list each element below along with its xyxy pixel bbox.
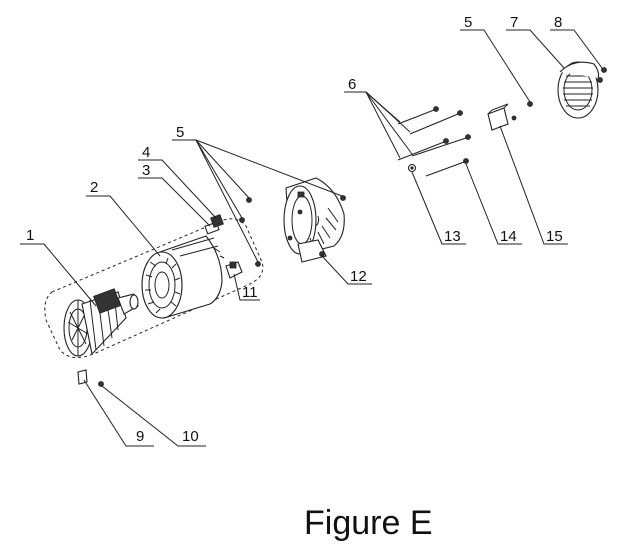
callout-2: 2 <box>90 179 98 196</box>
clip-part-11 <box>225 261 243 279</box>
callout-4: 4 <box>142 144 150 161</box>
stator-part-2 <box>141 235 223 319</box>
screws-part-8 <box>597 67 607 83</box>
bolts-part-6 <box>397 106 471 161</box>
callout-10: 10 <box>182 428 199 445</box>
end-shield-part-12 <box>283 177 345 263</box>
callout-5-left: 5 <box>176 124 184 141</box>
assembly-boundary <box>44 218 264 358</box>
callout-3: 3 <box>142 162 150 179</box>
callout-9: 9 <box>136 428 144 445</box>
figure-caption: Figure E <box>304 504 433 542</box>
screw-part-5-right <box>527 101 533 107</box>
bolt-part-14 <box>425 158 469 177</box>
brush-holder-part-4 <box>210 214 224 228</box>
callout-11: 11 <box>242 284 258 301</box>
callout-1: 1 <box>26 227 34 244</box>
callout-14: 14 <box>500 228 517 245</box>
rotor-part-1 <box>63 288 139 357</box>
callout-15: 15 <box>546 228 563 245</box>
nut-part-10 <box>98 381 104 387</box>
callout-8: 8 <box>554 14 562 31</box>
washer-part-13 <box>407 163 417 173</box>
leader-lines <box>20 29 603 447</box>
callout-5-right: 5 <box>464 14 472 31</box>
screws-part-5-left <box>213 195 346 267</box>
callout-7: 7 <box>510 14 518 31</box>
callout-6: 6 <box>348 76 356 93</box>
callout-13: 13 <box>444 228 461 245</box>
end-cover-part-7 <box>557 61 600 119</box>
callout-12: 12 <box>350 268 367 285</box>
bracket-part-15 <box>487 103 517 131</box>
